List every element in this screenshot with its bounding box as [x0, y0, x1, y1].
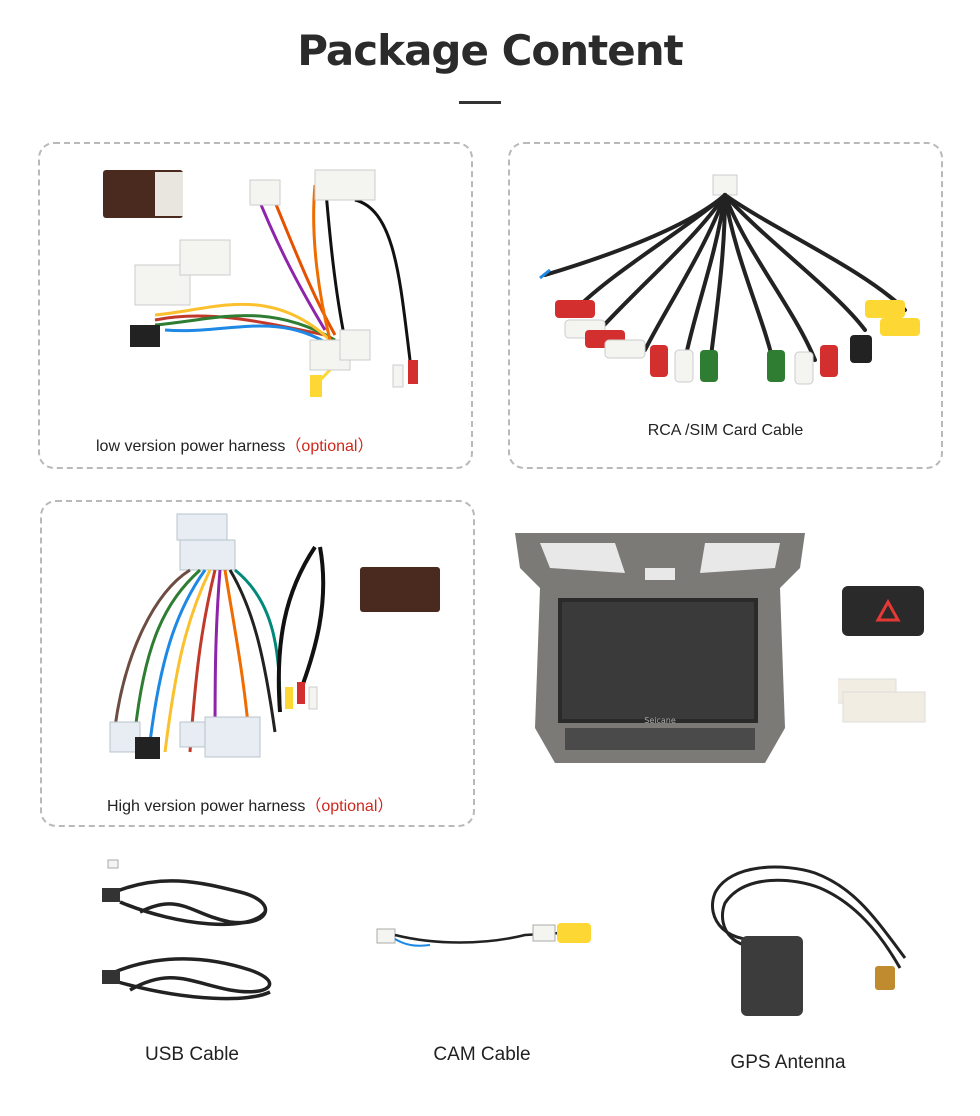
high-version-harness-label: High version power harness — [107, 798, 306, 815]
high-version-harness-image — [109, 513, 440, 759]
item-card-rca-sim-cable — [508, 142, 943, 469]
hazard-switch-and-brackets-image — [838, 586, 926, 723]
item-card-high-version-harness — [40, 500, 475, 827]
gps-antenna-image — [711, 865, 907, 1016]
rca-sim-cable-caption: RCA /SIM Card Cable — [647, 422, 804, 439]
item-card-low-version-harness — [38, 142, 473, 469]
head-unit-brand: Seicane — [644, 716, 676, 725]
low-version-harness-caption: low version power harness（optional） — [96, 432, 373, 456]
high-version-harness-caption: High version power harness（optional） — [107, 792, 393, 816]
usb-cable-image — [102, 859, 272, 1001]
optional-tag: （optional） — [305, 798, 394, 815]
cam-cable-image — [376, 923, 591, 947]
title-underline — [459, 101, 501, 104]
usb-cable-caption: USB Cable — [145, 1044, 239, 1065]
rca-sim-cable-image — [539, 174, 920, 385]
cam-cable-caption: CAM Cable — [433, 1044, 531, 1065]
low-version-harness-label: low version power harness — [96, 438, 286, 455]
low-version-harness-image — [103, 169, 418, 397]
page-title: Package Content — [297, 26, 683, 75]
gps-antenna-caption: GPS Antenna — [730, 1052, 846, 1073]
optional-tag: （optional） — [285, 438, 374, 455]
head-unit-image: Seicane — [515, 533, 805, 763]
